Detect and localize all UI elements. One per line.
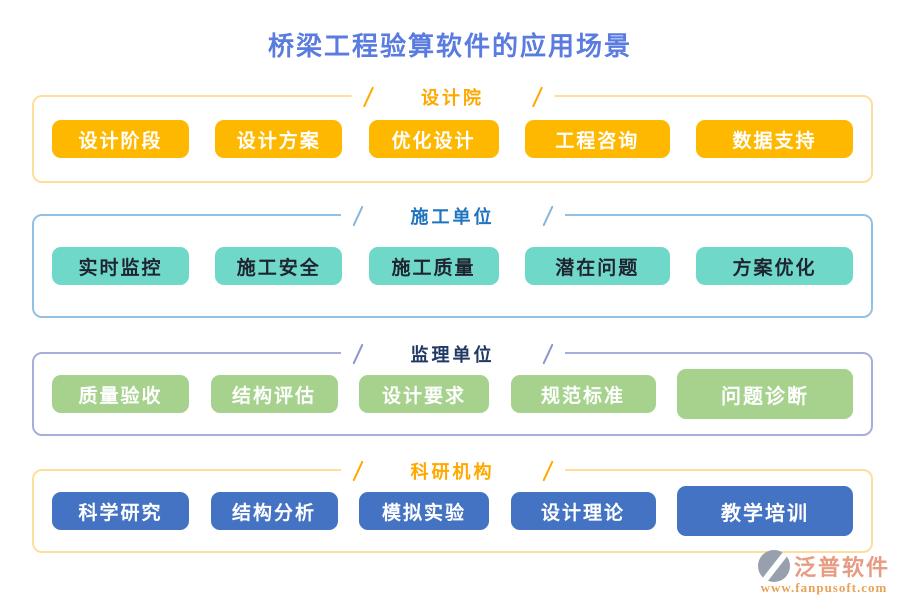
vendor-brand-name: 泛普软件 <box>793 555 890 580</box>
item-design-scheme: 设计方案 <box>215 120 343 158</box>
item-row: 科学研究 结构分析 模拟实验 设计理论 教学培训 <box>34 471 871 551</box>
slash-decoration-icon <box>541 460 554 482</box>
slash-decoration-icon <box>531 86 543 108</box>
section-title: 监理单位 <box>410 345 495 365</box>
item-row: 实时监控 施工安全 施工质量 潜在问题 方案优化 <box>34 216 871 316</box>
item-problem-diagnosis: 问题诊断 <box>677 369 853 419</box>
item-potential-issues: 潜在问题 <box>524 247 670 285</box>
item-structural-assessment: 结构评估 <box>210 375 338 413</box>
item-quality-acceptance: 质量验收 <box>52 375 189 413</box>
slash-decoration-icon <box>351 460 364 482</box>
item-design-requirements: 设计要求 <box>359 375 489 413</box>
section-construction-unit: 施工单位 实时监控 施工安全 施工质量 潜在问题 方案优化 <box>32 203 873 318</box>
section-title: 施工单位 <box>410 207 495 227</box>
item-optimized-design: 优化设计 <box>368 120 499 158</box>
item-design-stage: 设计阶段 <box>52 120 189 158</box>
slash-decoration-icon <box>541 343 554 365</box>
item-scientific-research: 科学研究 <box>52 492 189 530</box>
item-construction-safety: 施工安全 <box>215 247 343 285</box>
fanpu-logo-icon <box>757 550 790 582</box>
item-construction-quality: 施工质量 <box>368 247 499 285</box>
item-structural-analysis: 结构分析 <box>210 492 338 530</box>
vendor-website: www.fanpusoft.com <box>760 580 888 595</box>
section-design-institute: 设计院 设计阶段 设计方案 优化设计 工程咨询 数据支持 <box>32 84 873 183</box>
item-realtime-monitoring: 实时监控 <box>52 247 189 285</box>
section-title: 科研机构 <box>410 462 495 482</box>
page-title: 桥梁工程验算软件的应用场景 <box>267 32 632 61</box>
section-supervision-unit: 监理单位 质量验收 结构评估 设计要求 规范标准 问题诊断 <box>32 341 873 436</box>
item-scheme-optimization: 方案优化 <box>696 247 853 285</box>
item-standards: 规范标准 <box>510 375 656 413</box>
item-simulation-experiment: 模拟实验 <box>359 492 489 530</box>
slash-decoration-icon <box>351 343 364 365</box>
item-data-support: 数据支持 <box>696 120 853 158</box>
item-row: 质量验收 结构评估 设计要求 规范标准 问题诊断 <box>34 354 871 434</box>
section-header: 科研机构 <box>340 458 565 484</box>
slash-decoration-icon <box>541 205 554 227</box>
item-row: 设计阶段 设计方案 优化设计 工程咨询 数据支持 <box>34 97 871 181</box>
slash-decoration-icon <box>362 86 374 108</box>
item-engineering-consulting: 工程咨询 <box>524 120 670 158</box>
section-header: 设计院 <box>351 84 554 110</box>
item-design-theory: 设计理论 <box>510 492 656 530</box>
slash-decoration-icon <box>351 205 364 227</box>
section-header: 施工单位 <box>340 203 565 229</box>
section-header: 监理单位 <box>340 341 565 367</box>
section-title: 设计院 <box>421 88 484 108</box>
section-research-institution: 科研机构 科学研究 结构分析 模拟实验 设计理论 教学培训 <box>32 458 873 553</box>
vendor-watermark: 泛普软件 www.fanpusoft.com <box>757 550 890 596</box>
item-teaching-training: 教学培训 <box>677 486 853 536</box>
